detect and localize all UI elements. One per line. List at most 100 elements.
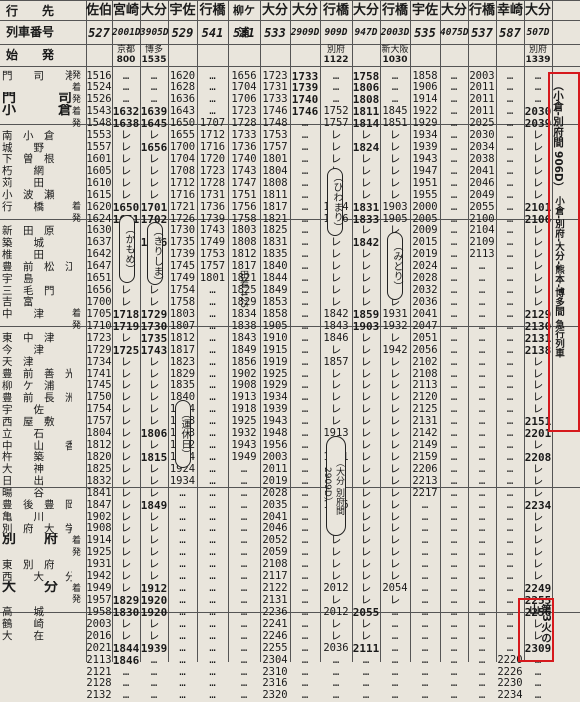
train-name-label: （かもめ） — [119, 215, 135, 283]
time-cell: 2130 — [524, 319, 552, 333]
time-cell: 1958 — [86, 605, 112, 618]
station-name: 小 倉 — [2, 103, 72, 117]
time-cell: 1949 — [231, 450, 257, 463]
time-cell: 1712 — [169, 176, 196, 189]
time-cell: 2104 — [469, 224, 495, 237]
time-cell: … — [450, 379, 458, 392]
time-cell: … — [301, 617, 309, 630]
time-cell: レ — [148, 367, 160, 380]
time-cell: 1841 — [86, 486, 112, 499]
train-number-cell: 537 — [471, 26, 493, 40]
time-cell: レ — [389, 558, 401, 571]
time-cell: 1716 — [169, 188, 196, 201]
time-cell: 1754 — [169, 284, 196, 297]
time-cell: 1757 — [323, 117, 349, 130]
time-cell: … — [450, 93, 458, 106]
time-cell: … — [506, 307, 514, 320]
time-cell: レ — [360, 260, 372, 273]
origin-time: 1339 — [525, 55, 551, 65]
arr-dep-mark: 発 — [72, 547, 82, 558]
time-cell: 1915 — [262, 343, 288, 356]
time-cell: … — [450, 272, 458, 285]
time-cell: 2106 — [524, 212, 552, 226]
train-number-cell: 2909D — [290, 27, 320, 38]
time-cell: レ — [360, 498, 372, 511]
time-cell: … — [450, 570, 458, 583]
time-cell: … — [240, 593, 248, 606]
time-cell: … — [506, 403, 514, 416]
time-cell: … — [301, 200, 309, 213]
arr-dep-mark: 着 — [72, 82, 82, 93]
time-cell: 1845 — [382, 105, 408, 118]
time-cell: … — [209, 486, 216, 499]
time-cell: … — [478, 319, 486, 332]
time-cell: レ — [389, 534, 401, 547]
time-cell: 1733 — [231, 129, 257, 142]
time-cell: 1723 — [199, 164, 226, 177]
time-cell: … — [450, 641, 458, 654]
time-cell: … — [301, 582, 309, 595]
time-cell: レ — [532, 295, 544, 308]
time-cell: … — [506, 295, 514, 308]
time-cell: 1704 — [169, 152, 196, 165]
time-cell: レ — [532, 164, 544, 177]
destination-cell: 佐伯 — [86, 3, 113, 18]
time-cell: … — [478, 272, 486, 285]
time-cell: … — [332, 81, 340, 94]
time-cell: … — [301, 510, 309, 523]
time-cell: 2111 — [352, 641, 380, 655]
time-cell: 2030 — [524, 105, 552, 119]
time-cell: レ — [360, 379, 372, 392]
time-cell: 1811 — [262, 188, 288, 201]
destination-cell: 宇佐 — [169, 3, 196, 18]
origin-time: 1535 — [141, 55, 167, 65]
time-cell: レ — [389, 152, 401, 165]
time-cell: … — [506, 605, 514, 618]
time-cell: … — [506, 415, 514, 428]
station-name: 新 田 原 — [2, 224, 55, 237]
time-cell: … — [301, 653, 309, 666]
time-cell: レ — [330, 295, 342, 308]
time-cell: … — [506, 558, 514, 571]
train-number-cell: 4075D — [440, 27, 469, 38]
time-cell: 1906 — [412, 81, 438, 94]
time-cell: レ — [532, 474, 544, 487]
time-cell: 2003 — [469, 69, 495, 82]
origin-time: 800 — [116, 55, 136, 65]
time-cell: 1942 — [382, 343, 408, 356]
time-cell: … — [391, 69, 399, 82]
time-cell: … — [150, 81, 158, 94]
time-cell: … — [450, 415, 458, 428]
time-cell: 1700 — [169, 141, 196, 154]
time-cell: 1726 — [169, 212, 196, 225]
time-cell: … — [179, 617, 186, 630]
time-cell: レ — [532, 486, 544, 499]
time-cell: 2030 — [469, 129, 495, 142]
time-cell: 1735 — [169, 236, 196, 249]
station-name: 別 府 大 学 — [2, 522, 72, 535]
time-cell: 1908 — [86, 522, 112, 535]
station-name: 豊 前 松 江 — [2, 260, 72, 273]
time-cell: 2201 — [524, 427, 552, 441]
time-cell: レ — [532, 176, 544, 189]
time-cell: レ — [389, 331, 401, 344]
time-cell: … — [450, 462, 458, 475]
time-cell: … — [122, 69, 130, 82]
time-cell: … — [179, 558, 186, 571]
time-cell: … — [240, 474, 248, 487]
time-cell: 1720 — [199, 152, 226, 165]
time-cell: … — [421, 582, 429, 595]
time-cell: 1630 — [86, 224, 112, 237]
time-cell: … — [301, 498, 309, 511]
time-cell: … — [450, 224, 458, 237]
time-cell: … — [240, 617, 248, 630]
time-cell: … — [506, 617, 514, 630]
time-cell: レ — [330, 570, 342, 583]
train-number-cell: 533 — [264, 26, 286, 40]
time-cell: レ — [120, 331, 132, 344]
time-cell: … — [450, 605, 458, 618]
time-cell: レ — [120, 570, 132, 583]
time-cell: 1753 — [199, 248, 226, 261]
time-cell: … — [209, 522, 216, 535]
time-cell: … — [506, 200, 514, 213]
